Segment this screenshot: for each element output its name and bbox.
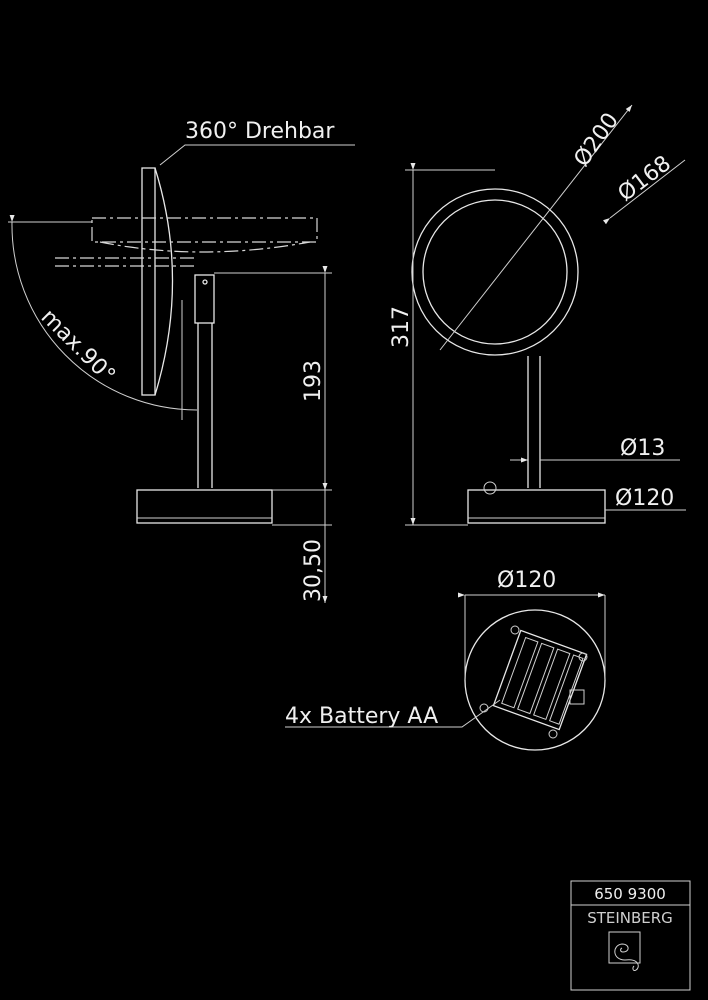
side-view: max.90° 360° Drehbar 193 30,50 (8, 119, 355, 603)
dia-13-label: Ø13 (620, 436, 665, 461)
tilt-label: max.90° (36, 305, 120, 389)
brand-name: STEINBERG (587, 909, 673, 927)
dim-193-label: 193 (301, 360, 326, 402)
base-side (136, 489, 273, 524)
mirror-outer (411, 188, 579, 356)
mirror-profile (141, 167, 156, 396)
bottom-view: Ø120 4x Battery AA (285, 568, 606, 751)
title-block: 650 9300 STEINBERG (570, 880, 691, 991)
tilt-arc (9, 214, 198, 411)
rotation-label: 360° Drehbar (185, 119, 335, 144)
base-front (467, 489, 606, 524)
base-bottom (464, 609, 606, 751)
dia-200-label: Ø200 (569, 109, 623, 172)
dim-317-label: 317 (389, 306, 414, 348)
battery-label: 4x Battery AA (285, 704, 438, 729)
dia-120-label: Ø120 (615, 486, 674, 511)
front-view: Ø200 Ø168 317 Ø13 Ø120 (389, 104, 686, 526)
dia-120-bottom-label: Ø120 (497, 568, 556, 593)
dim-30-50-label: 30,50 (301, 539, 326, 602)
brand-logo-icon (608, 931, 641, 971)
hinge (194, 274, 215, 324)
dia-168-label: Ø168 (614, 151, 676, 207)
mirror-tilted-dashed (91, 217, 318, 243)
mirror-inner (422, 199, 568, 345)
article-number: 650 9300 (594, 885, 666, 903)
